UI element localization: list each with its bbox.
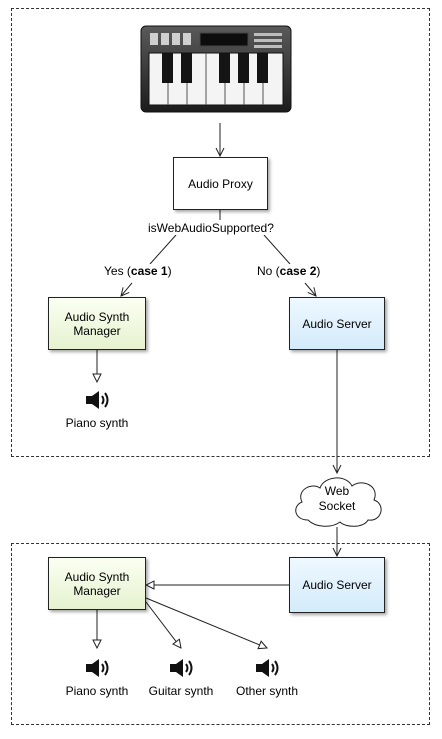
audio-synth-manager-bottom-node: Audio Synth Manager — [48, 557, 146, 610]
arrow-yes-to-synth-manager — [121, 282, 133, 296]
piano-synth-bottom-label: Piano synth — [65, 684, 129, 698]
speaker-icon — [170, 659, 193, 677]
cloud-icon — [295, 477, 382, 527]
speaker-icon — [256, 659, 279, 677]
piano-synth-top-label: Piano synth — [65, 416, 129, 430]
audio-proxy-node: Audio Proxy — [173, 157, 268, 210]
server-frame — [11, 543, 430, 725]
speaker-icon — [86, 659, 109, 677]
audio-synth-manager-top-node: Audio Synth Manager — [48, 297, 146, 350]
yes-branch-label: Yes (case 1) — [104, 264, 172, 278]
audio-synth-manager-top-label: Audio Synth Manager — [64, 309, 130, 338]
line-question-to-no — [263, 234, 291, 265]
line-question-to-yes — [149, 234, 177, 265]
case-1-label: case 1 — [130, 264, 168, 278]
arrow-synth-to-other — [145, 597, 267, 648]
web-socket-label: Web Socket — [318, 484, 356, 513]
audio-server-bottom-node: Audio Server — [289, 557, 385, 613]
no-branch-label: No (case 2) — [257, 264, 321, 278]
speaker-icon — [86, 391, 109, 409]
audio-server-top-node: Audio Server — [289, 297, 385, 350]
audio-server-top-label: Audio Server — [302, 316, 372, 331]
audio-synth-manager-bottom-label: Audio Synth Manager — [64, 569, 130, 598]
other-synth-label: Other synth — [235, 684, 299, 698]
case-2-label: case 2 — [279, 264, 317, 278]
web-audio-question: isWebAudioSupported? — [148, 221, 274, 235]
keyboard-icon — [140, 25, 292, 113]
arrow-synth-to-guitar — [145, 601, 181, 648]
audio-proxy-label: Audio Proxy — [188, 176, 253, 191]
client-frame — [11, 8, 430, 457]
arrow-no-to-audio-server — [304, 282, 316, 296]
guitar-synth-label: Guitar synth — [148, 684, 214, 698]
audio-server-bottom-label: Audio Server — [302, 578, 372, 592]
